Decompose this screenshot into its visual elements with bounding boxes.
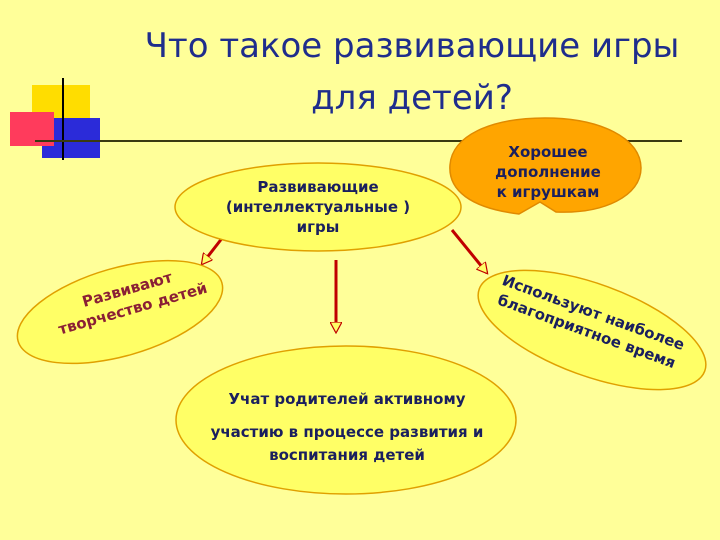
right-ellipse <box>477 269 707 391</box>
good-addition-text: Хорошее дополнение к игрушкам <box>468 142 628 202</box>
center-line-1: Развивающие <box>257 178 379 196</box>
decorative-squares <box>10 78 100 160</box>
center-line-3: игры <box>296 218 340 236</box>
center-ellipse <box>174 162 462 252</box>
center-line-2: (интеллектуальные ) <box>225 198 411 216</box>
good-addition-callout <box>449 117 642 215</box>
bottom-node-text: Учат родителей активному участию в проце… <box>186 388 508 467</box>
good-line-1: Хорошее <box>508 143 588 161</box>
good-line-3: к игрушкам <box>496 183 600 201</box>
bottom-line-3: воспитания детей <box>269 446 425 464</box>
left-ellipse <box>16 259 224 365</box>
title-line-2: для детей? <box>311 78 513 118</box>
arrow-to-right <box>450 229 487 273</box>
arrow-to-left <box>202 236 225 264</box>
title-line-1: Что такое развивающие игры <box>144 26 680 66</box>
slide-title: Что такое развивающие игры для детей? <box>112 20 712 124</box>
bottom-spacer <box>186 411 508 421</box>
bottom-line-1: Учат родителей активному <box>228 390 466 408</box>
bottom-ellipse <box>175 345 517 495</box>
center-node-text: Развивающие (интеллектуальные ) игры <box>190 177 446 237</box>
good-line-2: дополнение <box>495 163 601 181</box>
bottom-line-2: участию в процессе развития и <box>210 423 484 441</box>
